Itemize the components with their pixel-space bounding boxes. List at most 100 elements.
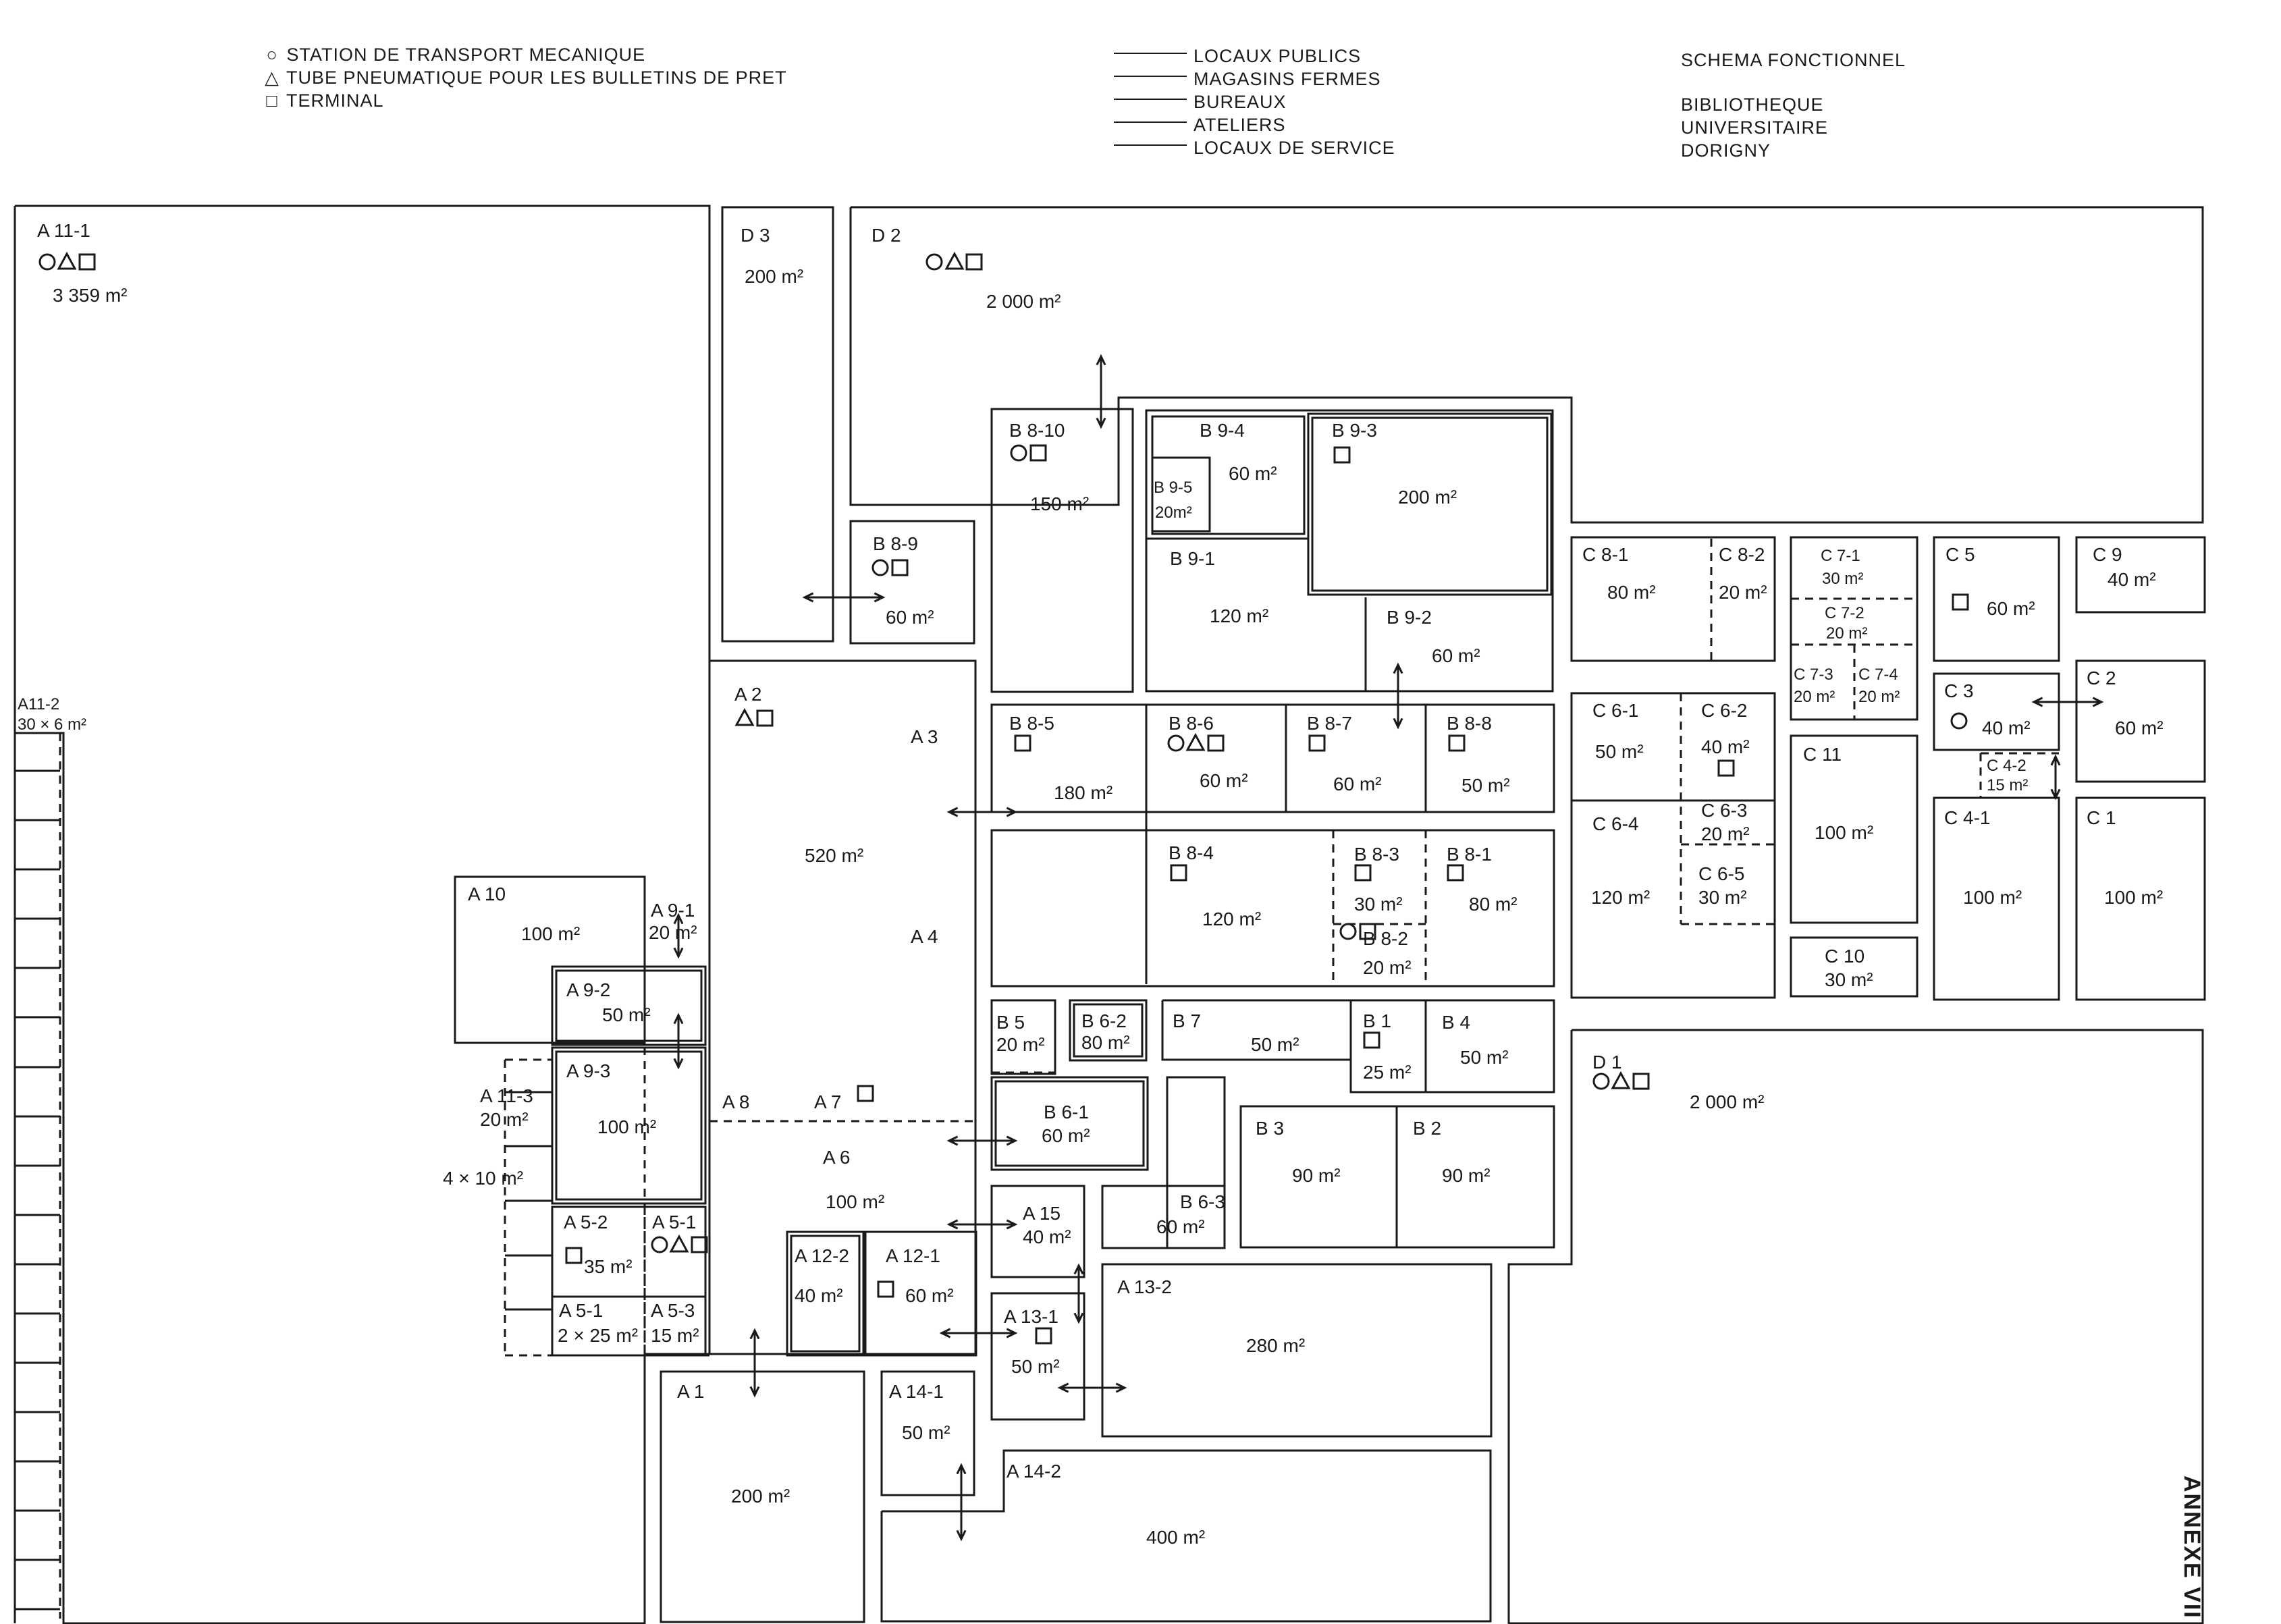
room-area-label: 280 m² — [1246, 1335, 1305, 1356]
arrowhead-icon — [1006, 1219, 1018, 1230]
room-c10 — [1790, 936, 1918, 998]
arrowhead-icon — [1115, 1382, 1127, 1393]
building-name-line: BIBLIOTHEQUE — [1681, 94, 1824, 115]
room-a15 — [990, 1185, 1085, 1278]
room-area-label: 100 m² — [1815, 822, 1873, 843]
arrowhead-icon — [946, 807, 959, 817]
walls — [14, 205, 2206, 1624]
arrowhead-icon — [939, 1328, 951, 1338]
triangle-icon — [1185, 732, 1206, 751]
legend-line-item: LOCAUX DE SERVICE — [1114, 136, 1395, 159]
room-b7 — [1161, 999, 1555, 1093]
room-id-label: C 6-3 — [1701, 800, 1747, 821]
room-area-label: 2 × 25 m² — [558, 1325, 638, 1346]
square-icon — [1333, 446, 1351, 464]
room-area-label: 60 m² — [1333, 774, 1382, 794]
room-id-label: A 4 — [911, 926, 938, 947]
room-id-label: B 9-3 — [1332, 420, 1377, 441]
room-id-label: B 8-4 — [1169, 842, 1214, 863]
room-b8-10 — [990, 408, 1134, 693]
room-id-label: D 3 — [741, 225, 770, 246]
room-area-label: 60 m² — [1156, 1216, 1205, 1237]
square-icon — [857, 1085, 874, 1102]
triangle-icon — [57, 251, 77, 270]
legend-line-item: LOCAUX PUBLICS — [1114, 45, 1395, 67]
room-area-label: 30 × 6 m² — [18, 715, 86, 734]
legend-line-item: MAGASINS FERMES — [1114, 67, 1395, 90]
room-area-label: 50 m² — [1595, 741, 1644, 762]
room-area-label: 60 m² — [1200, 770, 1248, 791]
arrowhead-icon — [1096, 417, 1106, 429]
square-icon — [1448, 734, 1466, 752]
room-id-label: B 6-1 — [1044, 1102, 1089, 1122]
room-a14-2 — [880, 1449, 1492, 1623]
room-id-label: C 4-2 — [1987, 757, 2027, 775]
triangle-icon — [944, 251, 965, 270]
room-area-label: 60 m² — [1432, 645, 1480, 666]
arrowhead-icon — [673, 947, 684, 959]
room-area-label: 30 m² — [1354, 894, 1403, 915]
room-id-label: B 8-6 — [1169, 713, 1214, 734]
room-area-label: 20 m² — [1363, 957, 1412, 978]
room-id-label: B 8-9 — [873, 533, 918, 554]
building-name-line: DORIGNY — [1681, 140, 1771, 161]
arrowhead-icon — [749, 1328, 760, 1340]
room-id-label: B 9-5 — [1154, 479, 1192, 497]
room-id-label: A 8 — [722, 1091, 749, 1112]
room-b6-1 — [990, 1076, 1149, 1171]
room-area-label: 40 m² — [1982, 718, 2031, 738]
symbol-legend: ○ STATION DE TRANSPORT MECANIQUE △ TUBE … — [263, 43, 787, 112]
room-area-label: 40 m² — [1023, 1226, 1071, 1247]
room-id-label: C 7-2 — [1825, 604, 1864, 622]
room-id-label: C 10 — [1825, 946, 1864, 967]
arrowhead-icon — [2050, 754, 2061, 766]
room-area-label: 520 m² — [805, 845, 863, 866]
arrowhead-icon — [2050, 788, 2061, 801]
room-area-label: 20 m² — [1858, 688, 1900, 706]
room-id-label: B 4 — [1442, 1012, 1470, 1033]
room-area-label: 50 m² — [902, 1422, 950, 1443]
room-d2 — [849, 206, 2204, 524]
room-id-label: B 8-1 — [1447, 844, 1492, 865]
room-c6 — [1570, 692, 1776, 999]
room-id-label: C 1 — [2087, 807, 2116, 828]
room-id-label: B 8-7 — [1307, 713, 1352, 734]
room-b8-upper — [990, 703, 1555, 813]
room-a1 — [660, 1370, 865, 1623]
legend-line-label: MAGASINS FERMES — [1193, 69, 1381, 89]
room-area-label: 20 m² — [480, 1109, 529, 1130]
connections — [673, 354, 2104, 1542]
arrowhead-icon — [1006, 1135, 1018, 1146]
square-icon — [1717, 759, 1735, 777]
room-id-label: A 6 — [823, 1147, 850, 1168]
room-area-label: 150 m² — [1030, 493, 1089, 514]
room-id-label: C 5 — [1945, 544, 1975, 565]
room-area-label: 50 m² — [1251, 1034, 1299, 1055]
room-area-label: 30 m² — [1825, 969, 1873, 990]
square-icon — [1029, 444, 1047, 462]
room-id-label: A 12-2 — [795, 1245, 849, 1266]
room-id-label: B 8-8 — [1447, 713, 1492, 734]
room-b5 — [990, 999, 1056, 1075]
room-area-label: 100 m² — [2104, 887, 2163, 908]
room-area-label: 40 m² — [2108, 569, 2156, 590]
room-id-label: B 9-2 — [1387, 607, 1432, 628]
arrowhead-icon — [1006, 807, 1018, 817]
double-wall — [555, 969, 703, 1042]
room-area-label: 400 m² — [1146, 1527, 1205, 1548]
room-c1 — [2075, 796, 2206, 1001]
room-id-label: A 14-2 — [1007, 1461, 1061, 1482]
room-id-label: B 1 — [1363, 1010, 1391, 1031]
square-icon — [1014, 734, 1031, 752]
room-id-label: B 3 — [1256, 1118, 1284, 1139]
square-icon — [78, 253, 96, 271]
room-area-label: 80 m² — [1469, 894, 1518, 915]
legend-line-item: ATELIERS — [1114, 113, 1395, 136]
circle-icon: ○ — [266, 45, 278, 65]
room-id-label: B 6-2 — [1081, 1010, 1127, 1031]
room-id-label: A 9-1 — [651, 900, 695, 921]
arrowhead-icon — [1006, 1328, 1018, 1338]
room-id-label: A 13-1 — [1004, 1306, 1058, 1327]
room-area-label: 50 m² — [1011, 1356, 1060, 1377]
room-id-label: A 2 — [734, 684, 761, 705]
